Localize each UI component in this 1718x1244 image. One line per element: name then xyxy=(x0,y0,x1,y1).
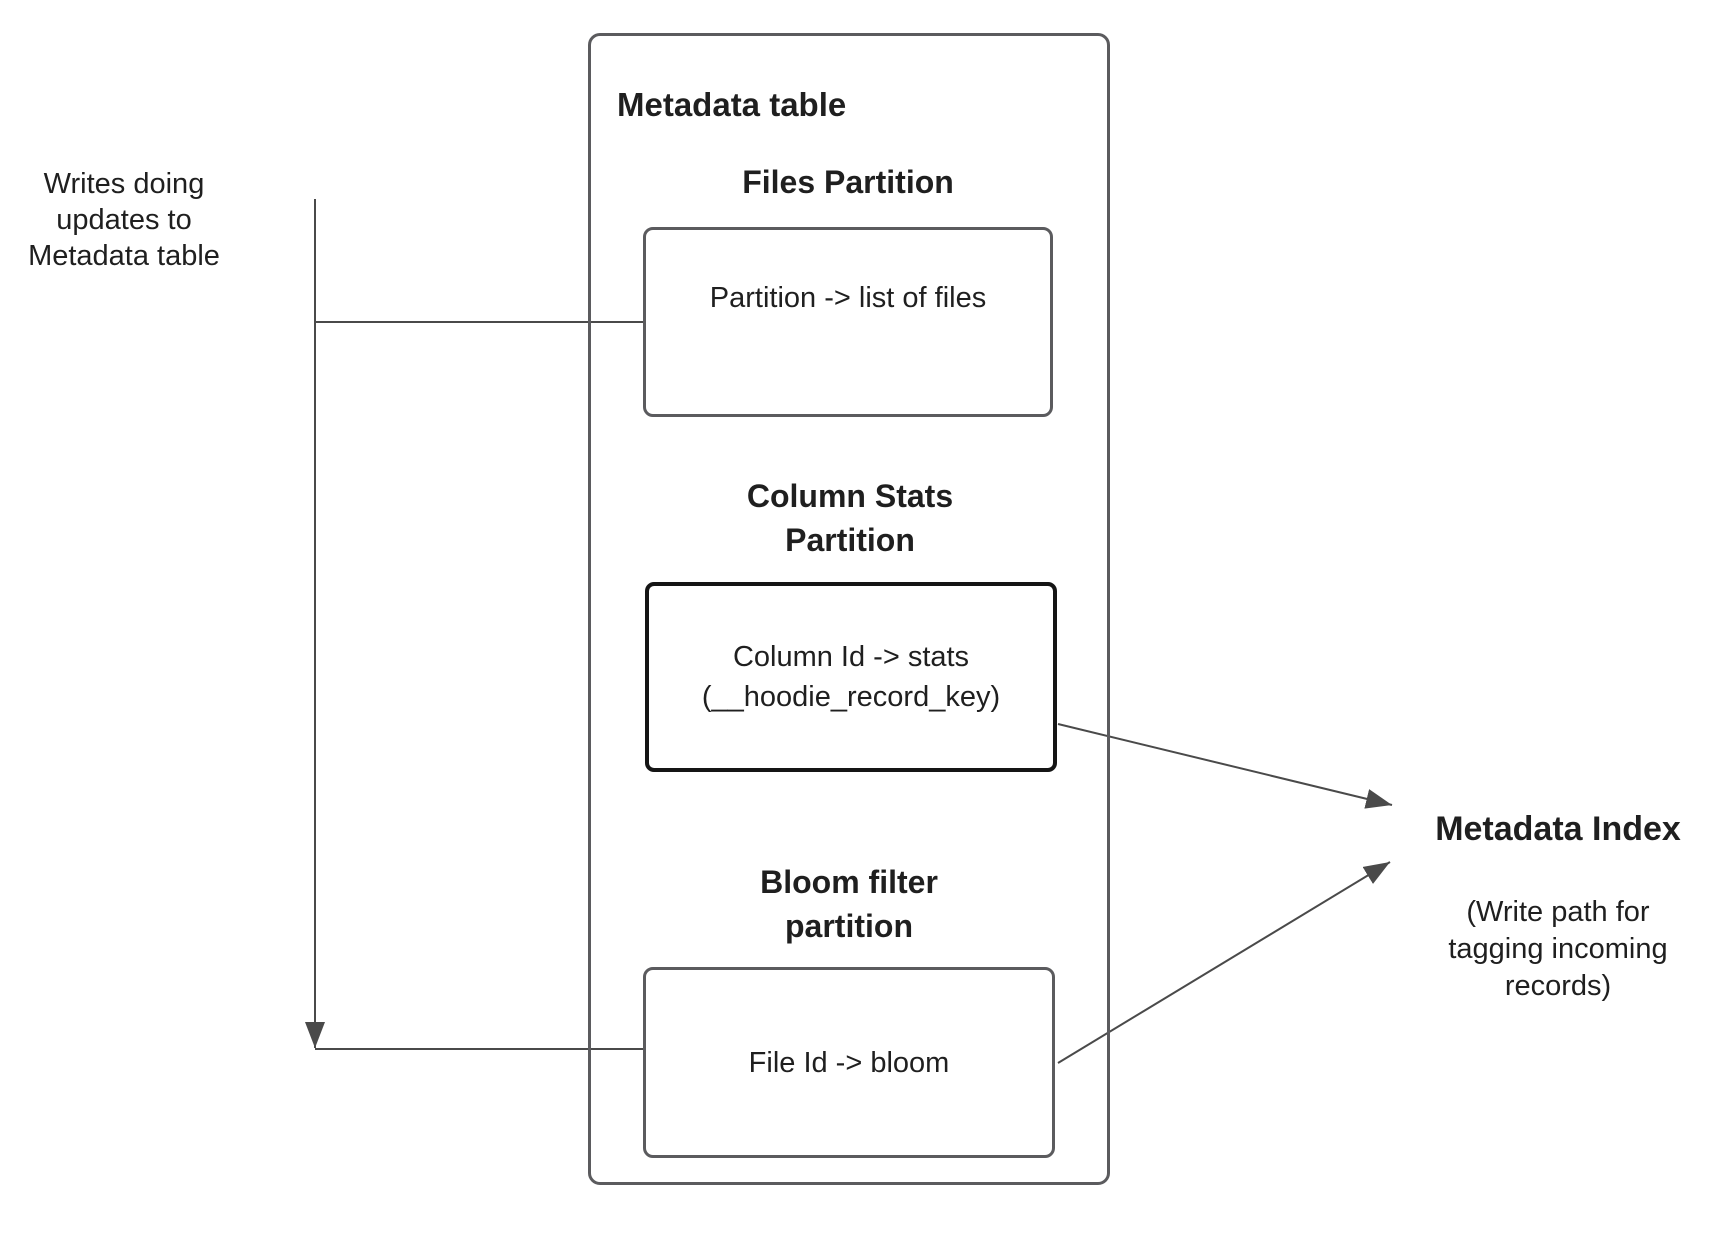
metadata-table-title: Metadata table xyxy=(617,86,847,123)
bloom-filter-partition-label: File Id -> bloom xyxy=(748,1046,950,1079)
bloom-filter-partition-box: File Id -> bloom xyxy=(643,967,1055,1158)
metadata-index-title: Metadata Index xyxy=(1435,810,1681,848)
column-stats-partition-heading: Column Stats Partition xyxy=(746,478,954,558)
metadata-table-container xyxy=(588,33,1110,1185)
bloom-filter-partition-heading: Bloom filter partition xyxy=(760,864,938,944)
metadata-index-subtitle: (Write path for tagging incoming records… xyxy=(1448,896,1668,1002)
files-partition-heading: Files Partition xyxy=(742,164,954,200)
files-partition-label: Partition -> list of files xyxy=(709,282,987,314)
writes-note: Writes doing updates to Metadata table xyxy=(28,168,220,272)
column-stats-partition-label: Column Id -> stats (__hoodie_record_key) xyxy=(701,641,1001,713)
column-stats-partition-box: Column Id -> stats (__hoodie_record_key) xyxy=(645,582,1057,772)
files-partition-box: Partition -> list of files xyxy=(643,227,1053,417)
